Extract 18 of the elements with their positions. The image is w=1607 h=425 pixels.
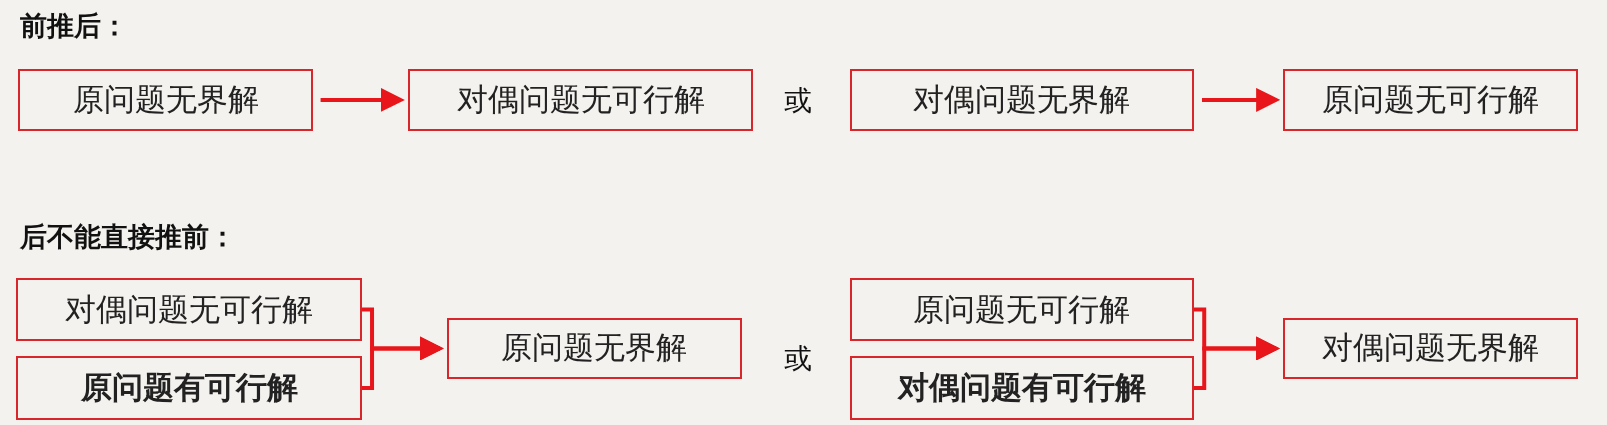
heading: 前推后： <box>20 9 129 44</box>
arrow <box>361 336 444 390</box>
text-box: 原问题无可行解 <box>1283 68 1579 132</box>
text-box: 对偶问题无界解 <box>849 68 1194 132</box>
arrow <box>320 87 405 112</box>
text-box: 对偶问题无可行解 <box>16 277 362 342</box>
text-box: 对偶问题无可行解 <box>407 68 754 132</box>
text-box: 对偶问题无界解 <box>1283 317 1579 380</box>
text-box: 对偶问题有可行解 <box>849 355 1194 421</box>
text-box: 原问题无界解 <box>446 317 742 380</box>
text-box: 原问题无可行解 <box>849 277 1194 342</box>
text-box: 原问题无界解 <box>18 68 313 132</box>
arrow <box>1202 87 1281 112</box>
arrow <box>1194 336 1281 390</box>
connector-word: 或 <box>784 341 812 378</box>
heading: 后不能直接推前： <box>20 220 237 255</box>
text-box: 原问题有可行解 <box>16 355 362 421</box>
connector-word: 或 <box>784 83 812 119</box>
